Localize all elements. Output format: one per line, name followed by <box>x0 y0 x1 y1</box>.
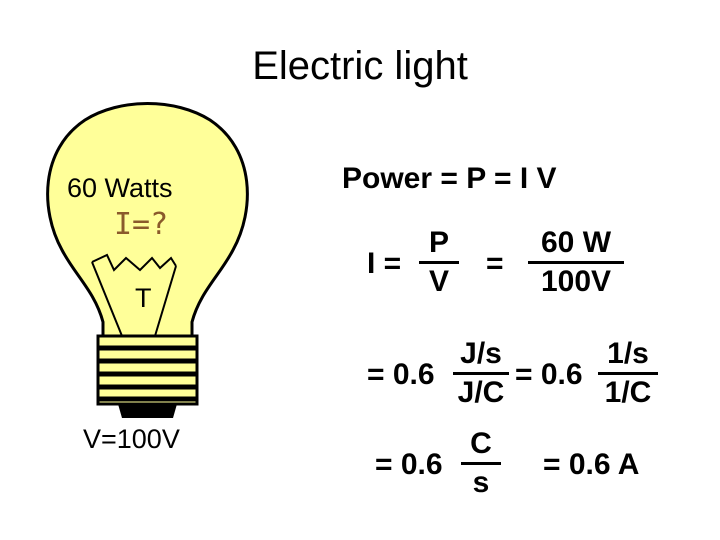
equals-sign: = <box>486 247 504 280</box>
fraction-numerator: 60 W <box>540 226 612 259</box>
light-bulb-diagram <box>46 102 249 418</box>
fraction-denominator: s <box>472 466 490 499</box>
base-tip <box>118 404 177 418</box>
power-rating-label: 60 Watts <box>67 173 173 203</box>
power-equation: Power = P = I V <box>342 162 557 195</box>
current-symbol: I = <box>367 247 402 280</box>
fraction-numerator: C <box>470 427 492 460</box>
current-unknown-label: I=? <box>114 207 169 242</box>
voltage-label: V=100V <box>83 424 180 454</box>
fraction-bar <box>528 261 624 264</box>
fraction-denominator: V <box>428 265 449 298</box>
fraction-c-over-s: C s <box>461 428 501 499</box>
final-result: = 0.6 A <box>543 448 640 481</box>
fraction-bar <box>419 261 459 264</box>
fraction-bar <box>461 462 501 465</box>
coefficient-prefix: = 0.6 <box>367 358 435 391</box>
fraction-numerator: J/s <box>460 337 502 370</box>
fraction-denominator: J/C <box>457 376 505 409</box>
fraction-denominator: 100V <box>540 265 612 298</box>
fraction-numerator: 1/s <box>607 337 649 370</box>
fraction-p-over-v: P V <box>419 227 459 298</box>
page-title: Electric light <box>252 44 468 88</box>
base-threads <box>98 345 197 402</box>
fraction-js-over-jc: J/s J/C <box>453 338 509 409</box>
fraction-1s-over-1c: 1/s 1/C <box>598 338 658 409</box>
fraction-bar <box>598 372 658 375</box>
lead-wire-left <box>91 261 123 337</box>
fraction-bar <box>453 372 509 375</box>
coefficient-prefix: = 0.6 <box>375 448 443 481</box>
fraction-60w-over-100v: 60 W 100V <box>528 227 624 298</box>
coefficient-prefix: = 0.6 <box>515 358 583 391</box>
filament-label: T <box>135 283 152 313</box>
filament <box>91 253 177 272</box>
fraction-numerator: P <box>428 226 449 259</box>
lead-wire-right <box>154 265 177 337</box>
fraction-denominator: 1/C <box>604 376 652 409</box>
